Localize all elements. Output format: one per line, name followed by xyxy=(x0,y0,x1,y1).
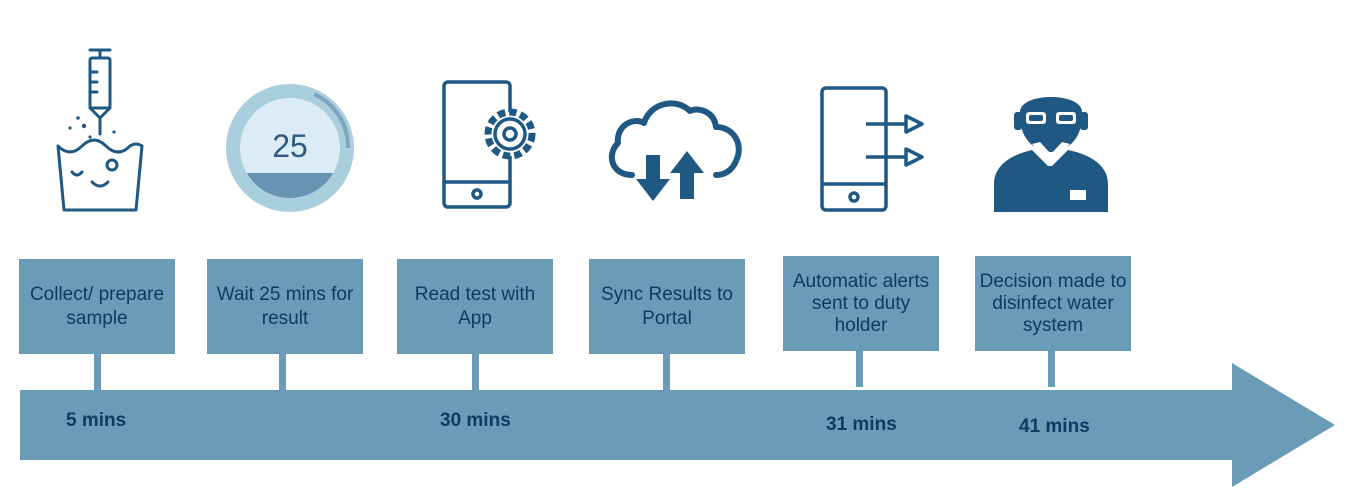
phone-settings-icon xyxy=(442,80,536,209)
syringe-beaker-icon xyxy=(56,48,144,212)
connector xyxy=(1048,351,1055,387)
connector xyxy=(94,354,101,390)
step-box-automatic-alerts: Automatic alerts sent to duty holder xyxy=(783,256,939,351)
step-box-wait-result: Wait 25 mins for result xyxy=(207,259,363,354)
cloud-sync-icon xyxy=(608,100,742,201)
step-label: Sync Results to Portal xyxy=(601,283,733,329)
timer-value: 25 xyxy=(272,128,308,164)
duty-holder-person-icon xyxy=(994,97,1108,212)
time-label: 30 mins xyxy=(440,410,511,431)
connector xyxy=(663,354,670,390)
step-label: Automatic alerts sent to duty holder xyxy=(792,270,930,336)
time-label: 41 mins xyxy=(1019,416,1090,437)
connector xyxy=(856,351,863,387)
step-label: Collect/ prepare sample xyxy=(29,283,165,329)
step-box-collect-sample: Collect/ prepare sample xyxy=(19,259,175,354)
step-label: Decision made to disinfect water system xyxy=(979,270,1127,336)
phone-alerts-icon xyxy=(820,86,924,212)
step-box-decision: Decision made to disinfect water system xyxy=(975,256,1131,351)
connector xyxy=(472,354,479,390)
step-label: Read test with App xyxy=(414,283,536,329)
step-label: Wait 25 mins for result xyxy=(216,283,354,329)
connector xyxy=(279,354,286,390)
step-box-sync-results: Sync Results to Portal xyxy=(589,259,745,354)
time-label: 31 mins xyxy=(826,414,897,435)
step-box-read-test: Read test with App xyxy=(397,259,553,354)
time-label: 5 mins xyxy=(66,410,127,431)
timer-icon xyxy=(226,84,354,212)
